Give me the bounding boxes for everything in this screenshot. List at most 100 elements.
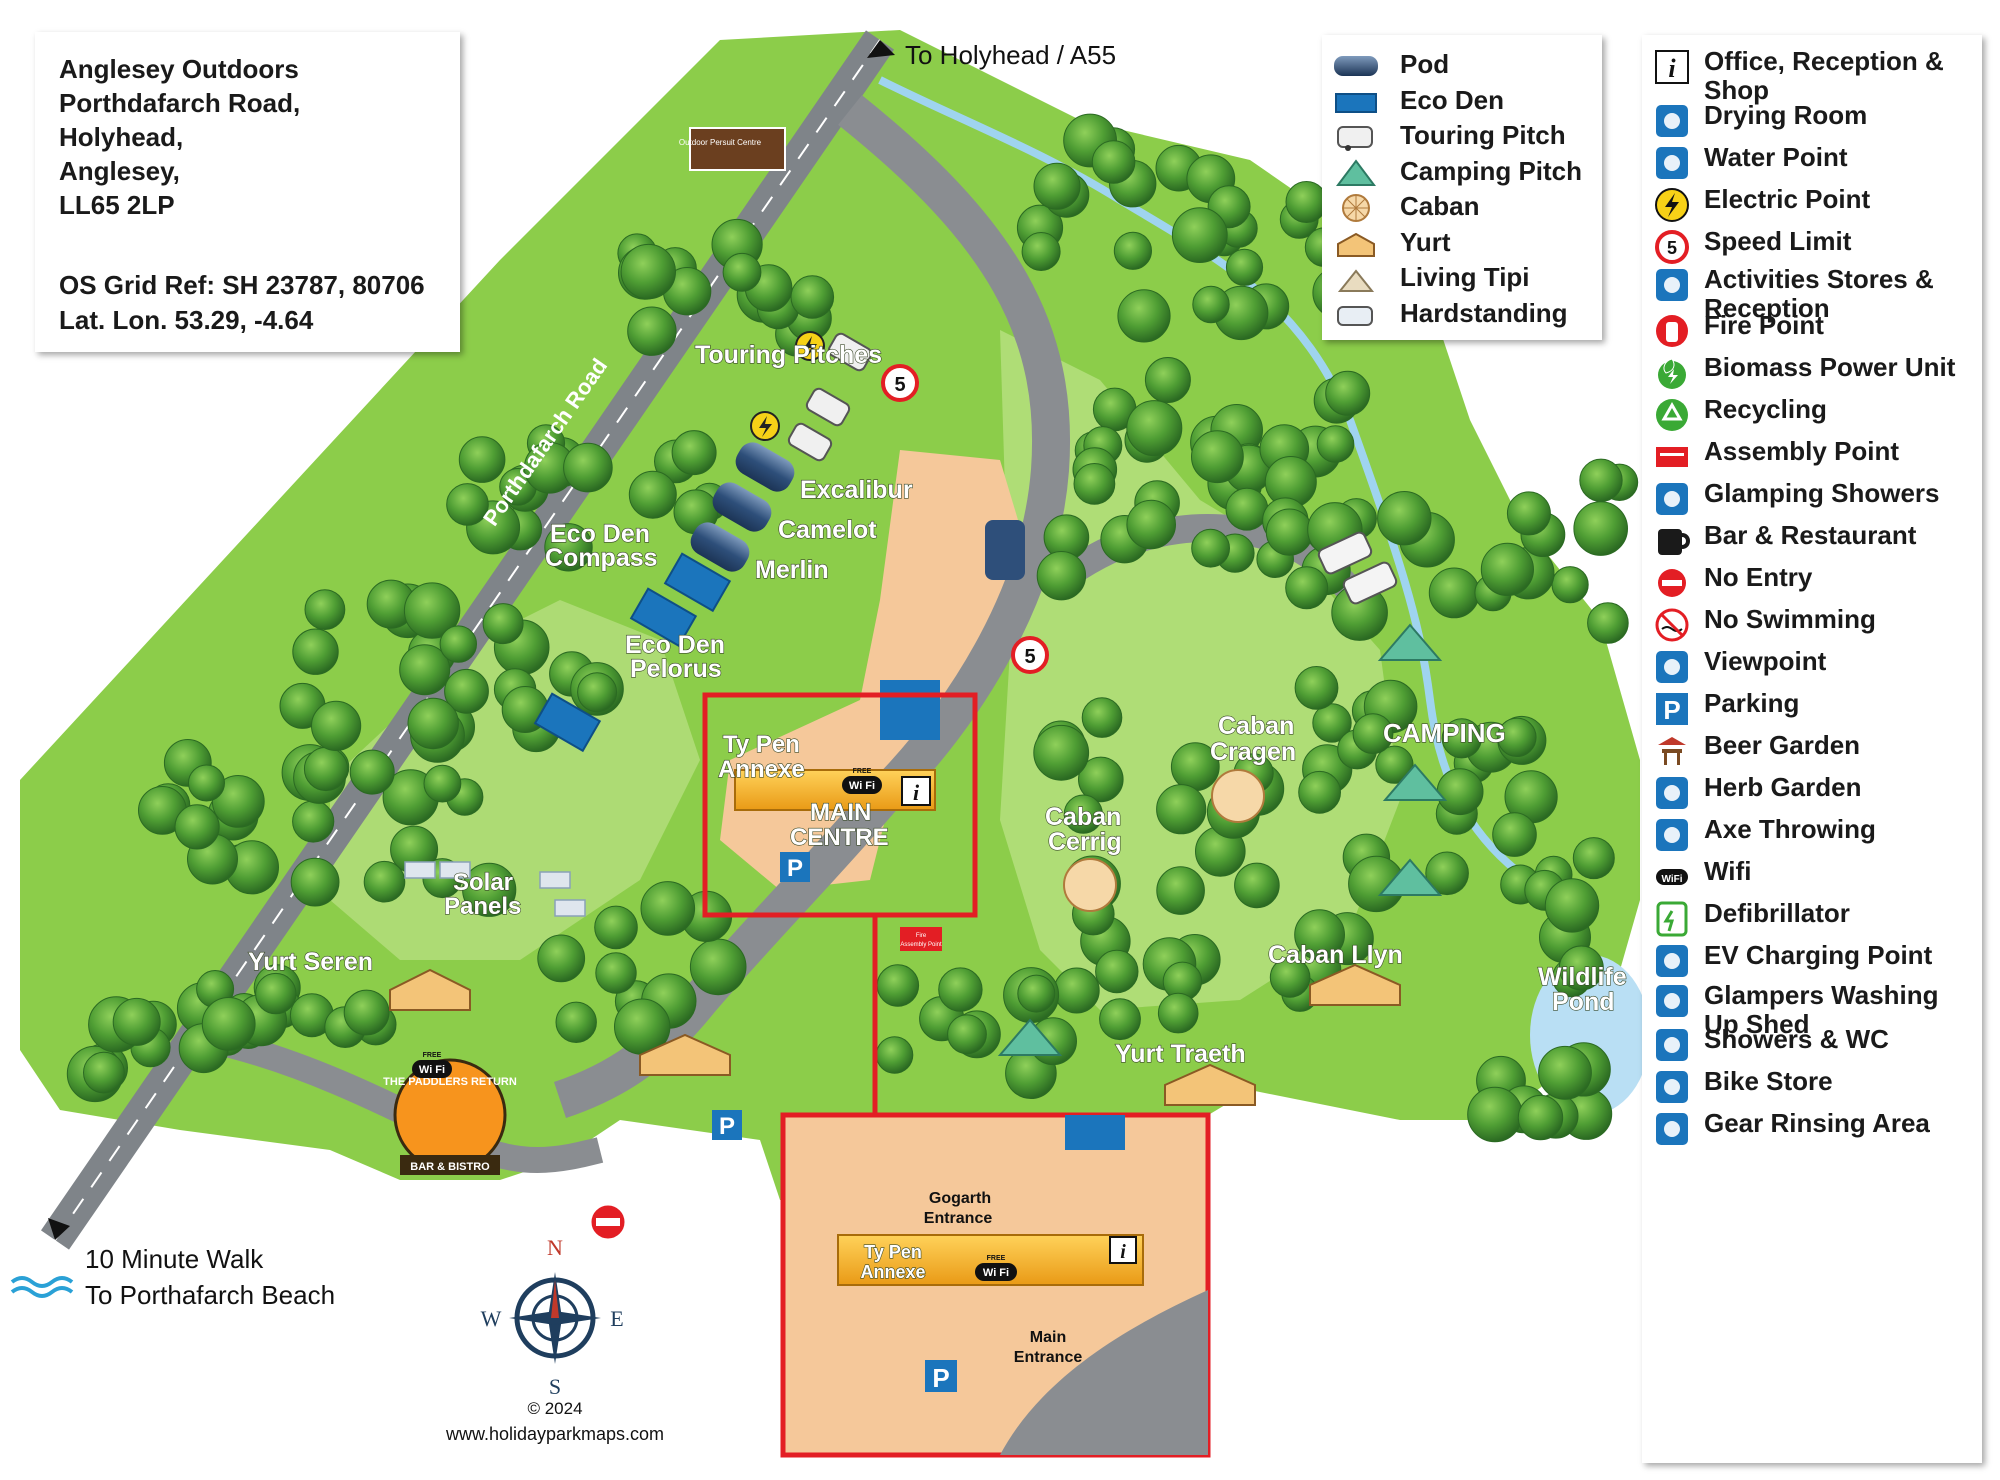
tree: [407, 697, 459, 750]
tree: [255, 972, 297, 1015]
wifi-icon: WiFi: [1656, 869, 1688, 885]
svg-text:P: P: [787, 855, 803, 882]
shower-icon: [1656, 483, 1688, 515]
key-label: Axe Throwing: [1704, 814, 1876, 844]
legend-label: Eco Den: [1400, 84, 1505, 115]
assembly-point-icon: [1656, 447, 1688, 467]
tree: [1294, 666, 1339, 710]
no-entry-icon: [1658, 569, 1686, 597]
legend-row-hardstanding: Hardstanding: [1332, 296, 1597, 330]
tree: [1467, 1086, 1523, 1143]
tree: [292, 628, 339, 675]
tree: [1285, 566, 1329, 610]
label-yurt-seren: Yurt Seren: [248, 948, 373, 976]
legend-row-touring-pitch: Touring Pitch: [1332, 118, 1597, 152]
tree: [876, 964, 920, 1007]
legend-label: Living Tipi: [1400, 262, 1530, 292]
washing-icon: [1656, 985, 1688, 1017]
tree: [1441, 718, 1482, 759]
svg-text:5: 5: [894, 374, 905, 396]
yurt-icon: [1337, 232, 1375, 257]
inset-gogarth-1: Gogarth: [929, 1190, 991, 1207]
parking-icon: P: [1656, 693, 1688, 725]
tree: [112, 997, 161, 1046]
legend-label: Caban: [1400, 191, 1480, 221]
key-label: Assembly Point: [1704, 436, 1900, 466]
tree: [290, 857, 340, 907]
paddlers-return-logo: BAR & BISTRO THE PADDLERS RETURN: [383, 1058, 517, 1175]
tree: [1558, 945, 1604, 991]
tree: [1117, 289, 1171, 343]
tree: [1144, 357, 1191, 403]
parking-markers: P P: [712, 852, 810, 1140]
label-eco-pelorus-2: Pelorus: [630, 655, 722, 683]
pods-group: [690, 442, 795, 572]
address-line-1: Anglesey Outdoors: [59, 54, 299, 84]
label-ty-pen-2: Annexe: [718, 756, 805, 783]
tree: [1265, 508, 1314, 556]
svg-text:P: P: [719, 1113, 735, 1140]
tree: [1053, 967, 1100, 1014]
tree: [544, 523, 593, 572]
living-tipi-icon: [1337, 269, 1375, 292]
tree: [938, 967, 983, 1012]
tree: [188, 764, 225, 802]
label-main-1: MAIN: [810, 799, 871, 826]
electric-points: [750, 331, 825, 441]
key-label: Viewpoint: [1704, 646, 1827, 676]
main-centre-inset[interactable]: P: [780, 1112, 1211, 1458]
recycling-icon: [1656, 399, 1688, 431]
tree: [1544, 878, 1600, 933]
tree: [620, 243, 676, 300]
label-yurt-traeth: Yurt Traeth: [1115, 1040, 1246, 1068]
tree: [1375, 745, 1414, 784]
direction-south-1: 10 Minute Walk: [85, 1244, 264, 1274]
os-grid-ref: OS Grid Ref: SH 23787, 80706: [59, 270, 425, 300]
tree: [1078, 756, 1124, 803]
key-label: Drying Room: [1704, 100, 1868, 130]
camping-tents: [997, 623, 1448, 1056]
svg-text:5: 5: [1667, 238, 1677, 258]
tree: [594, 905, 638, 950]
tree: [1551, 566, 1589, 604]
svg-text:Outdoor Persuit Centre: Outdoor Persuit Centre: [679, 138, 762, 147]
address-panel: Anglesey Outdoors Porthdafarch Road, Hol…: [35, 32, 460, 352]
tree: [1316, 425, 1355, 463]
tree: [790, 275, 835, 319]
main-centre-highlight[interactable]: [702, 692, 978, 918]
info-icon: i: [1655, 50, 1689, 84]
key-label: Bike Store: [1704, 1066, 1833, 1096]
inset-main-2: Entrance: [1014, 1349, 1083, 1366]
label-eco-compass-2: Compass: [545, 544, 658, 572]
compass-rose: N S E W © 2024 www.holidayparkmaps.com: [445, 1235, 664, 1444]
tree: [875, 1036, 914, 1074]
label-caban-cerrig-2: Cerrig: [1048, 828, 1122, 856]
key-label: Fire Point: [1704, 310, 1824, 340]
key-label: Activities Stores & Reception: [1704, 264, 1934, 323]
tree: [303, 746, 349, 792]
yurts: [389, 963, 1401, 1106]
tree: [537, 934, 586, 983]
tree: [444, 668, 489, 714]
tree: [1126, 499, 1176, 550]
key-label: Office, Reception & Shop: [1704, 46, 1944, 105]
key-label: Gear Rinsing Area: [1704, 1108, 1930, 1138]
svg-text:W: W: [481, 1306, 502, 1331]
binoculars-icon: [1656, 651, 1688, 683]
tree: [1033, 724, 1090, 781]
svg-text:i: i: [913, 780, 920, 805]
tree: [349, 749, 395, 795]
key-label: Glamping Showers: [1704, 478, 1940, 508]
tree: [1538, 1045, 1592, 1100]
defibrillator-icon: [1656, 901, 1688, 937]
tree: [1099, 998, 1141, 1041]
tree: [1234, 862, 1280, 909]
tree: [1506, 491, 1551, 536]
legend-label: Camping Pitch: [1400, 155, 1583, 186]
tree: [1225, 248, 1264, 286]
eco-den-icon: [1335, 92, 1377, 113]
label-caban-cragen-2: Cragen: [1210, 738, 1296, 766]
copyright: © 2024: [527, 1399, 582, 1418]
